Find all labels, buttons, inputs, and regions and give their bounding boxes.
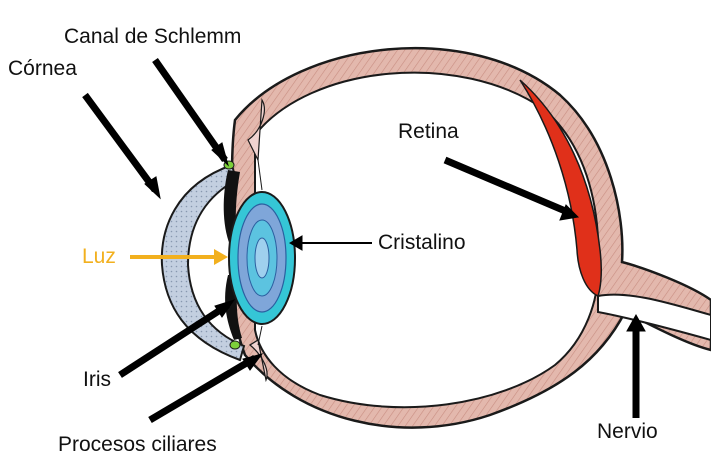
schlemm-canal-bottom: [230, 341, 240, 349]
lens: [229, 192, 295, 324]
label-procesos-ciliares: Procesos ciliares: [58, 434, 217, 455]
label-retina: Retina: [398, 121, 459, 142]
label-cornea: Córnea: [8, 58, 77, 79]
label-canal-de-schlemm: Canal de Schlemm: [64, 26, 241, 47]
label-iris: Iris: [83, 369, 111, 390]
label-nervio: Nervio: [597, 421, 658, 442]
label-luz: Luz: [82, 246, 116, 267]
label-cristalino: Cristalino: [378, 232, 466, 253]
